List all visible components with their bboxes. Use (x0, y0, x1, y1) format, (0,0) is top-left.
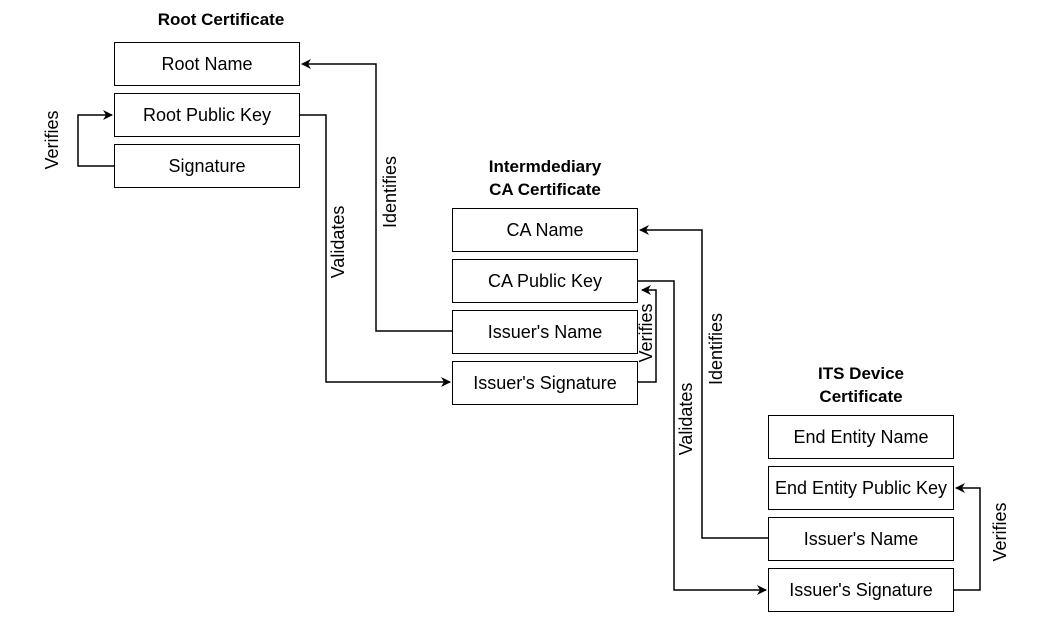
device-title-line-2: Certificate (819, 387, 903, 406)
device-identifies-connector (639, 225, 768, 539)
intermediate-title-line-2: CA Certificate (489, 180, 601, 199)
end-entity-public-key-field: End Entity Public Key (768, 466, 954, 510)
device-identifies-label: Identifies (706, 313, 726, 385)
intermediate-title-line-1: Intermdediary (488, 157, 602, 176)
device-title-line-1: ITS Device (818, 364, 904, 383)
ca-validates-label: Validates (676, 383, 696, 456)
end-entity-name-field: End Entity Name (768, 415, 954, 459)
ca-validates-connector (638, 280, 767, 595)
ca-public-key-field: CA Public Key (452, 259, 638, 303)
device-verifies-connector (954, 483, 981, 591)
root-validates-label: Validates (328, 206, 348, 279)
ca-issuer-name-field: Issuer's Name (452, 310, 638, 354)
ca-verifies-label: Verifies (636, 303, 656, 362)
device-certificate-title: ITS Device Certificate (768, 362, 954, 408)
root-public-key-field: Root Public Key (114, 93, 300, 137)
ca-identifies-connector (301, 59, 452, 332)
device-verifies-label: Verifies (990, 502, 1010, 561)
root-verifies-connector (77, 110, 114, 167)
ca-name-field: CA Name (452, 208, 638, 252)
root-verifies-label: Verifies (42, 110, 62, 169)
ca-verifies-connector (638, 285, 657, 383)
root-name-field: Root Name (114, 42, 300, 86)
root-signature-field: Signature (114, 144, 300, 188)
ca-identifies-label: Identifies (380, 156, 400, 228)
device-issuer-signature-field: Issuer's Signature (768, 568, 954, 612)
intermediate-certificate-title: Intermdediary CA Certificate (452, 155, 638, 201)
root-certificate-title: Root Certificate (157, 10, 285, 29)
ca-issuer-signature-field: Issuer's Signature (452, 361, 638, 405)
root-validates-connector (300, 114, 451, 387)
device-issuer-name-field: Issuer's Name (768, 517, 954, 561)
